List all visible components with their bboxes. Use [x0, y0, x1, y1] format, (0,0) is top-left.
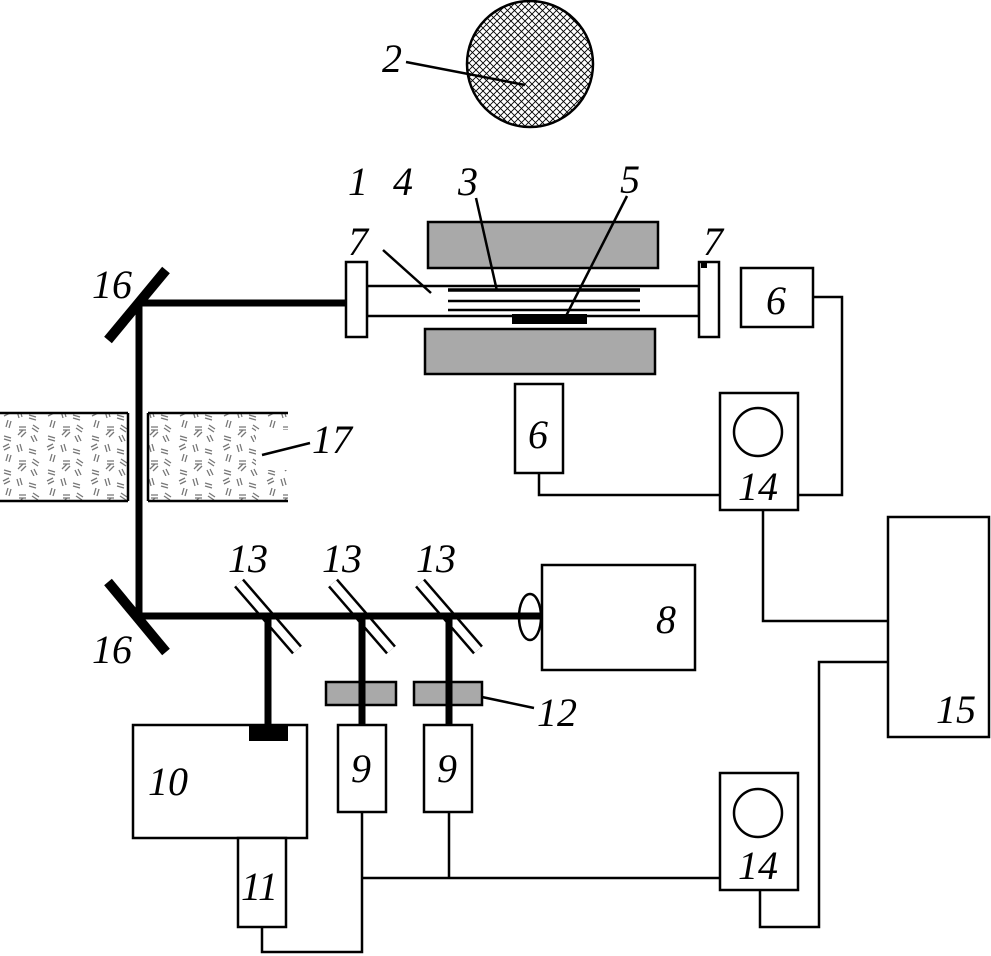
unit-11-box: [236, 836, 288, 929]
label-13-a: 13: [228, 536, 268, 581]
label-1: 1: [348, 159, 368, 204]
fog-region-left: [0, 413, 128, 501]
leader-line-5: [563, 195, 629, 319]
leader-line-17: [261, 441, 311, 457]
detector-a-box: [336, 723, 388, 814]
wire-sensor6-bottom-to-monitor: [537, 473, 720, 497]
label-6-right: 6: [766, 278, 786, 323]
label-7-left: 7: [348, 219, 370, 264]
label-4: 4: [393, 159, 413, 204]
label-17: 17: [312, 417, 354, 462]
label-13-b: 13: [322, 536, 362, 581]
label-10: 10: [148, 759, 188, 804]
wire-monitor-bottom-to-computer: [758, 660, 888, 929]
monitor-top-dial: [732, 406, 784, 458]
sample-5: [512, 314, 587, 324]
label-7-right: 7: [703, 219, 725, 264]
window-left: [344, 260, 369, 339]
label-11: 11: [241, 864, 278, 909]
mirror-top: [104, 266, 170, 344]
sun-circle: [465, 0, 595, 129]
label-9-a: 9: [351, 746, 371, 791]
window-right-marker: [701, 263, 707, 268]
leader-line-2: [405, 60, 526, 87]
heater-top: [426, 220, 660, 270]
computer-box: [886, 515, 991, 739]
window-right: [697, 260, 721, 339]
leader-line-1: [382, 249, 432, 294]
wire-unit11-to-detector-a: [260, 812, 364, 954]
label-16-top: 16: [92, 262, 132, 307]
label-12: 12: [537, 690, 577, 735]
label-2: 2: [382, 36, 402, 81]
label-13-c: 13: [416, 536, 456, 581]
sensor-right-box: [739, 266, 815, 329]
heater-bottom: [423, 327, 657, 376]
wire-monitor-top-to-computer: [761, 510, 888, 623]
label-14-bottom: 14: [738, 843, 778, 888]
monitor-bottom-dial: [732, 787, 784, 839]
label-15: 15: [936, 687, 976, 732]
label-5: 5: [620, 157, 640, 202]
leader-line-3: [474, 197, 499, 292]
detector-b-box: [422, 723, 474, 814]
leader-line-12: [481, 695, 535, 710]
label-14-top: 14: [738, 464, 778, 509]
label-3: 3: [457, 159, 478, 204]
unit-10-input-port: [249, 725, 288, 741]
unit-10-box: [131, 723, 309, 840]
wire-sensor6-right-to-monitor: [798, 295, 844, 497]
label-6-bottom: 6: [528, 412, 548, 457]
label-16-bottom: 16: [92, 627, 132, 672]
mirror-bottom: [104, 578, 170, 656]
label-9-b: 9: [437, 746, 457, 791]
label-8: 8: [656, 597, 676, 642]
